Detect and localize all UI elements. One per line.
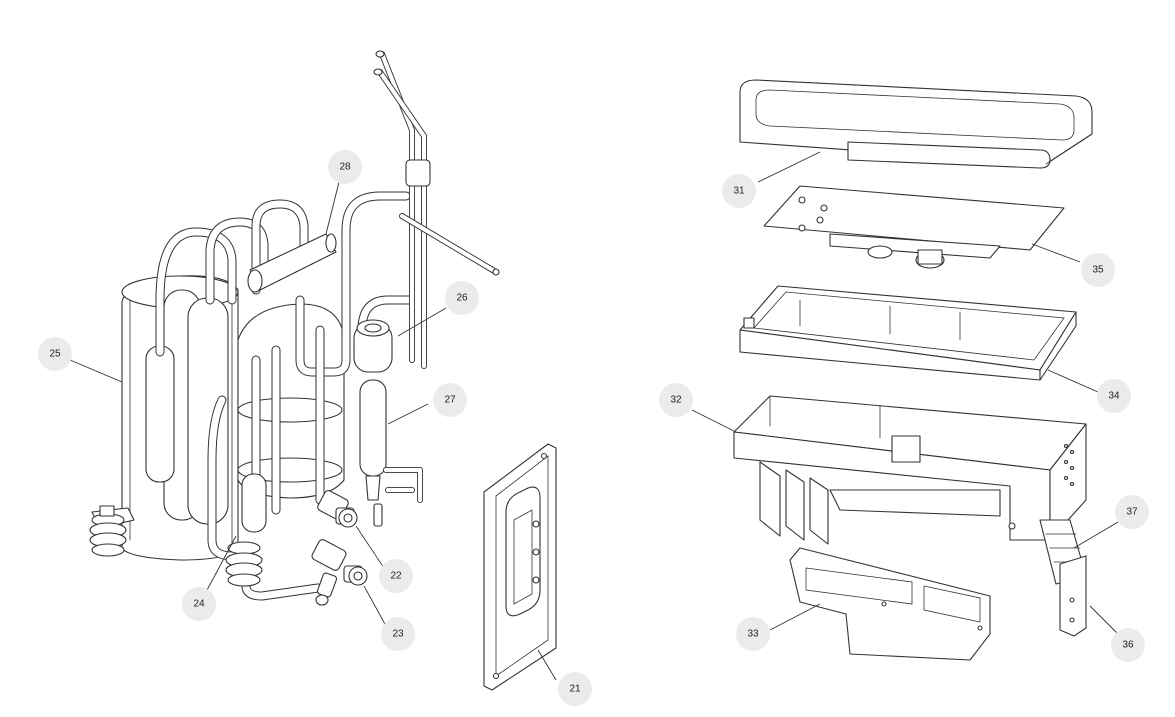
svg-text:35: 35 xyxy=(1092,265,1104,276)
leader-35 xyxy=(1031,243,1081,263)
tray-frame xyxy=(739,285,1077,381)
leader-36 xyxy=(1089,605,1119,635)
filter-drier xyxy=(359,379,423,503)
leader-22 xyxy=(355,525,385,569)
svg-text:22: 22 xyxy=(390,571,402,582)
leader-33 xyxy=(769,603,821,631)
manifold-tube xyxy=(247,233,337,293)
svg-text:36: 36 xyxy=(1122,640,1134,651)
callout-25: 25 xyxy=(38,337,72,371)
svg-text:23: 23 xyxy=(392,629,404,640)
svg-text:37: 37 xyxy=(1126,507,1138,518)
svg-text:31: 31 xyxy=(733,186,745,197)
callout-33: 33 xyxy=(736,617,770,651)
vertical-pipes xyxy=(373,50,500,369)
mounting-bracket xyxy=(483,443,557,691)
callout-22: 22 xyxy=(379,559,413,593)
callout-32: 32 xyxy=(659,383,693,417)
compressor-assembly xyxy=(89,50,500,606)
callout-31: 31 xyxy=(722,174,756,208)
small-receiver xyxy=(241,473,267,533)
leader-34 xyxy=(1047,369,1099,393)
callout-36: 36 xyxy=(1111,628,1145,662)
leader-21 xyxy=(537,649,557,681)
mounting-grommet-right xyxy=(225,541,263,587)
service-valve-lower xyxy=(311,539,368,606)
service-valve-upper xyxy=(317,490,383,528)
accumulator-tanks xyxy=(145,289,229,525)
reversing-valve xyxy=(353,319,393,373)
leader-32 xyxy=(691,409,737,433)
leader-27 xyxy=(387,403,429,425)
cover-lid xyxy=(739,79,1093,169)
callouts: 21 22 23 24 25 26 27 28 xyxy=(38,150,1149,706)
callout-27: 27 xyxy=(433,383,467,417)
callout-37: 37 xyxy=(1115,495,1149,529)
svg-text:28: 28 xyxy=(339,162,351,173)
callout-35: 35 xyxy=(1081,253,1115,287)
leader-23 xyxy=(363,585,387,627)
leader-25 xyxy=(69,359,123,383)
svg-text:25: 25 xyxy=(49,349,61,360)
pcb-board xyxy=(763,185,1065,269)
leader-24 xyxy=(205,535,237,593)
leader-31 xyxy=(757,151,821,183)
leader-37 xyxy=(1073,521,1119,549)
svg-text:26: 26 xyxy=(456,293,468,304)
side-bracket xyxy=(1059,555,1087,637)
callout-28: 28 xyxy=(328,150,362,184)
svg-text:27: 27 xyxy=(444,395,456,406)
svg-text:33: 33 xyxy=(747,629,759,640)
svg-text:24: 24 xyxy=(193,599,205,610)
callout-21: 21 xyxy=(558,672,592,706)
svg-text:32: 32 xyxy=(670,395,682,406)
leader-26 xyxy=(397,307,447,337)
mounting-grommet-left xyxy=(89,505,135,557)
svg-text:34: 34 xyxy=(1108,391,1120,402)
callout-24: 24 xyxy=(182,587,216,621)
callout-23: 23 xyxy=(381,617,415,651)
callout-34: 34 xyxy=(1097,379,1131,413)
svg-text:21: 21 xyxy=(569,684,581,695)
metal-box xyxy=(733,395,1087,545)
leader-lines xyxy=(69,151,1119,681)
callout-26: 26 xyxy=(445,281,479,315)
leader-28 xyxy=(325,177,341,235)
